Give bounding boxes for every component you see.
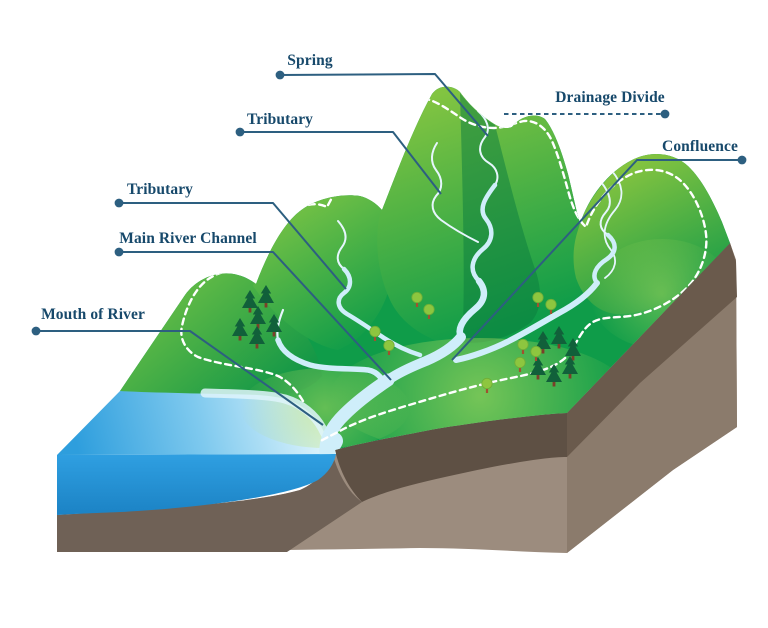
label-confluence: Confluence: [662, 138, 738, 155]
main-river-spring-stream: [477, 110, 499, 186]
label-tributary-lower: Tributary: [126, 181, 194, 198]
label-spring: Spring: [287, 52, 333, 69]
leader-mouth-of-river: [31, 326, 324, 426]
leader-drainage-divide: [504, 109, 670, 119]
label-tributary-upper: Tributary: [246, 111, 314, 128]
middle-ridge: [253, 195, 394, 350]
soil-under-sea: [57, 452, 362, 552]
topsoil-right-face: [567, 243, 737, 457]
main-river-mid: [456, 277, 488, 341]
leader-spring: [275, 70, 489, 137]
leader-confluence: [451, 155, 747, 361]
topsoil-front-face: [335, 413, 567, 502]
leader-tributary-lower: [114, 198, 347, 290]
sea-front-face: [57, 454, 336, 515]
label-drainage-divide: Drainage Divide: [555, 89, 665, 106]
label-mouth-of-river: Mouth of River: [41, 306, 145, 323]
right-tributary: [592, 232, 617, 286]
main-river-channel-wide: [383, 332, 466, 385]
dome-stream-head: [603, 170, 623, 279]
pines-stream: [275, 337, 384, 381]
terrain: [120, 86, 730, 455]
label-main-river-channel: Main River Channel: [119, 230, 257, 247]
leader-main-river-channel: [114, 247, 392, 381]
left-tributary: [336, 266, 423, 358]
river-network: [275, 110, 623, 455]
left-tributary-head: [336, 220, 347, 270]
right-tributary-lower: [453, 280, 600, 363]
soil-block: [57, 243, 737, 553]
main-river-upper: [470, 182, 498, 284]
upper-tributary-stream: [431, 142, 479, 243]
leader-tributary-upper: [235, 127, 442, 195]
leader-lines: [31, 70, 747, 426]
river-mouth-fan: [318, 432, 343, 455]
